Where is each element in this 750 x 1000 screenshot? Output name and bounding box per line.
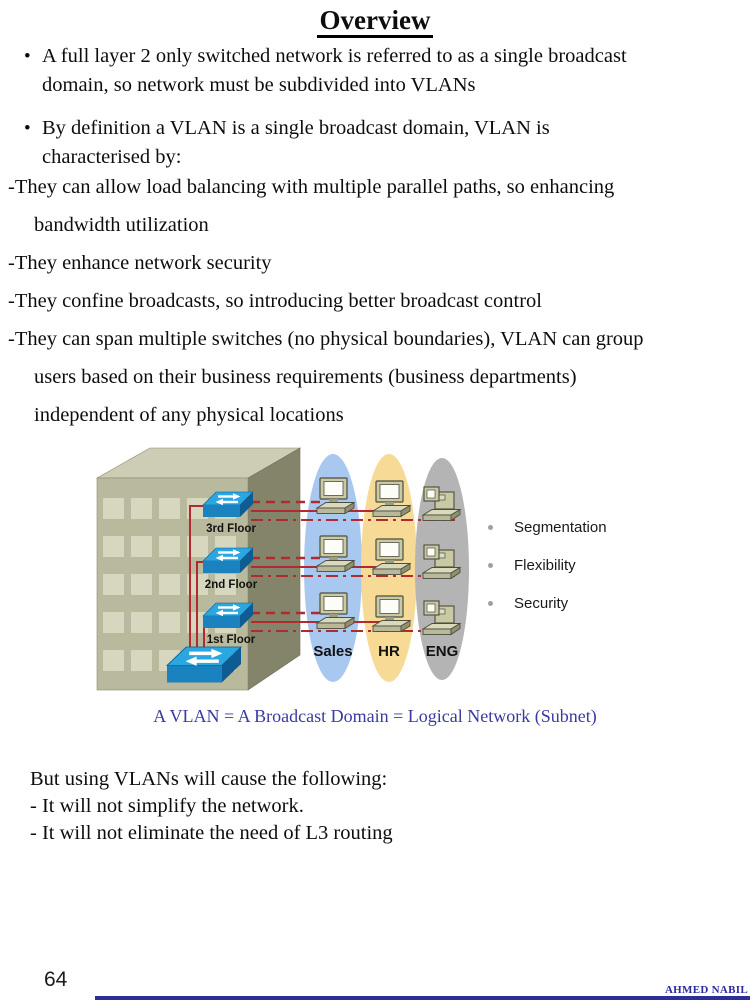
vlan-network-diagram: 3rd Floor 2nd Floor 1st Floor Sales HR E… [95, 447, 469, 691]
dash-point-continuation: independent of any physical locations [34, 404, 344, 426]
links-eng [251, 519, 455, 632]
bullet-dot-icon [488, 524, 493, 530]
dash-point: -They can allow load balancing with mult… [8, 176, 615, 198]
bullet-icon: • [24, 118, 31, 139]
bullet-dot-icon [488, 562, 493, 568]
dash-point-continuation: bandwidth utilization [34, 214, 209, 236]
bullet-dot-icon [488, 600, 493, 606]
diagram-caption: A VLAN = A Broadcast Domain = Logical Ne… [153, 706, 597, 726]
dash-point-list: -They can allow load balancing with mult… [8, 168, 748, 434]
bullet-icon: • [24, 46, 31, 67]
bullet-text: A full layer 2 only switched network is … [42, 45, 627, 96]
bullet-text: By definition a VLAN is a single broadca… [42, 117, 550, 168]
dash-point-continuation: users based on their business requiremen… [34, 366, 577, 388]
closing-line: - It will not simplify the network. [30, 795, 304, 817]
vlan-label: ENG [426, 643, 459, 660]
bullet-item: • A full layer 2 only switched network i… [0, 42, 742, 100]
page-number: 64 [44, 968, 68, 991]
page-title: Overview [0, 5, 750, 38]
benefit-label: Segmentation [514, 518, 607, 536]
bullet-item: • By definition a VLAN is a single broad… [0, 114, 742, 172]
author-credit: AHMED NABIL [664, 984, 748, 996]
benefit-label: Security [514, 594, 569, 612]
benefit-item: Security [488, 584, 607, 622]
dash-point: -They enhance network security [8, 252, 272, 274]
dash-point: -They confine broadcasts, so introducing… [8, 290, 542, 312]
benefit-list: Segmentation Flexibility Security [488, 508, 607, 622]
closing-line: But using VLANs will cause the following… [30, 768, 388, 790]
benefit-item: Segmentation [488, 508, 607, 546]
office-building [95, 447, 302, 691]
floor-label: 3rd Floor [206, 523, 256, 535]
closing-line: - It will not eliminate the need of L3 r… [30, 822, 393, 844]
floor-label: 2nd Floor [205, 579, 258, 591]
vlan-label: Sales [313, 643, 352, 660]
footer-bar [95, 996, 750, 1000]
benefit-item: Flexibility [488, 546, 607, 584]
dash-point: -They can span multiple switches (no phy… [8, 328, 644, 350]
links-sales [251, 500, 324, 615]
bullet-list: • A full layer 2 only switched network i… [0, 42, 742, 186]
benefit-label: Flexibility [514, 556, 576, 574]
floor-label: 1st Floor [207, 634, 256, 646]
vlan-label: HR [378, 643, 400, 660]
closing-block: But using VLANs will cause the following… [30, 766, 393, 847]
page-title-text: Overview [316, 5, 434, 38]
